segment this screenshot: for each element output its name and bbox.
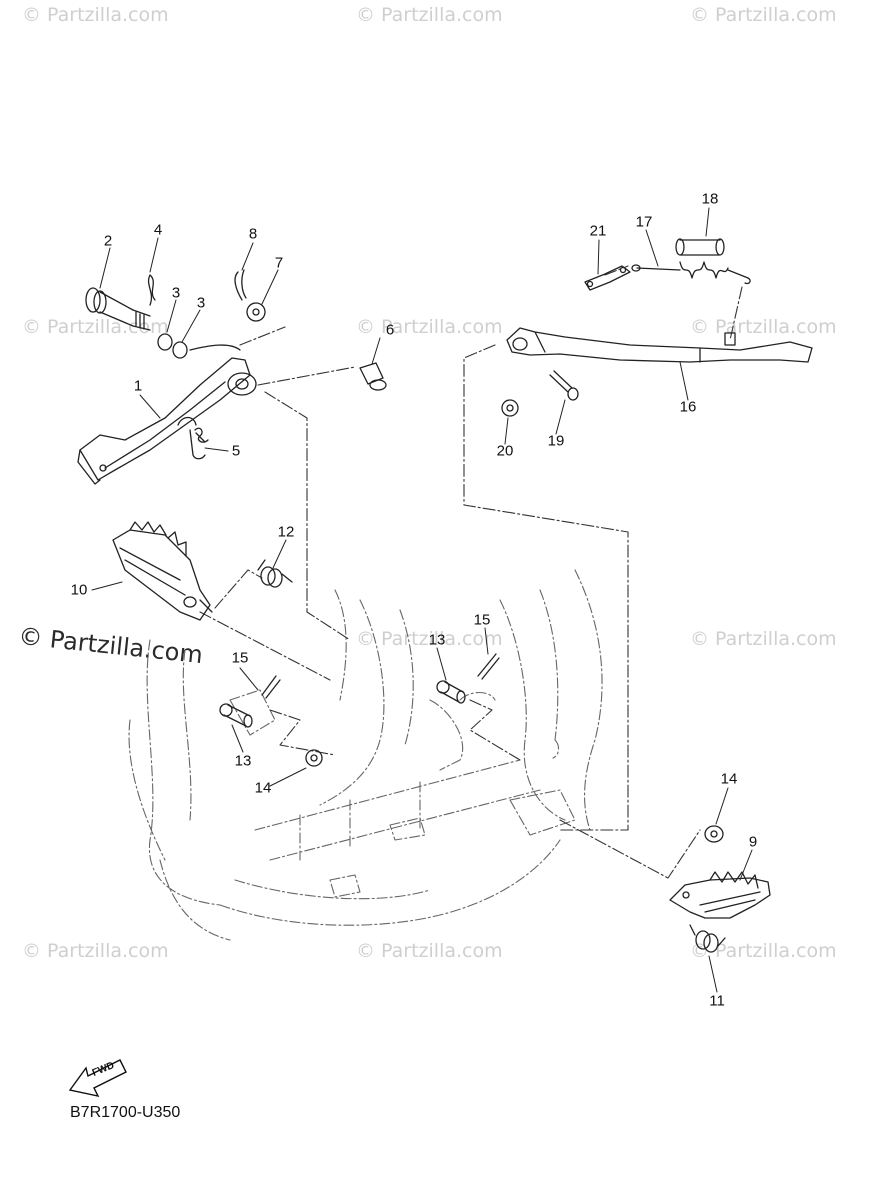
watermark: © Partzilla.com [356,4,503,26]
callout-number: 14 [254,779,272,797]
callout-number: 10 [70,581,88,599]
callout-number: 8 [248,225,258,243]
watermark: © Partzilla.com [690,628,837,650]
spring-bracket [584,265,631,291]
leader-lines [199,265,743,879]
callout-number: 14 [720,770,738,788]
cotter-pin [261,675,281,699]
pivot-bolt [85,287,151,331]
cotter-pin [234,269,247,301]
callout-leaders [91,207,753,993]
o-ring [172,341,188,359]
callout-number: 3 [171,284,181,302]
callout-number: 7 [274,254,284,272]
watermark: © Partzilla.com [690,940,837,962]
frame-outline [128,569,603,941]
clevis-pin [359,362,387,391]
spring-sleeve [675,238,725,256]
callout-number: 4 [153,221,163,239]
callout-number: 13 [234,752,252,770]
return-spring [189,427,209,460]
watermark: © Partzilla.com [690,4,837,26]
stand-spring [631,261,751,285]
callout-number: 2 [103,232,113,250]
collar [501,399,519,417]
watermark: © Partzilla.com [356,628,503,650]
diagram-code: B7R1700-U350 [70,1104,181,1121]
callout-number: 11 [709,992,725,1010]
callout-number: 16 [679,398,697,416]
callout-number: 19 [547,432,565,450]
watermark: © Partzilla.com [22,940,169,962]
callout-number: 6 [385,321,395,339]
watermark: © Partzilla.com [22,4,169,26]
callout-number: 21 [589,222,607,240]
callout-number: 12 [277,523,295,541]
brake-pedal [77,344,257,485]
callout-number: 9 [748,833,758,851]
watermark: © Partzilla.com [22,316,169,338]
callout-number: 3 [196,294,206,312]
washer [704,825,724,843]
footrest-pin [219,703,253,728]
clip [147,274,156,306]
callout-number: 1 [133,377,143,395]
callout-number: 15 [231,649,249,667]
forward-arrow-icon [68,1059,127,1097]
callout-number: 18 [701,190,719,208]
callout-number: 5 [231,442,241,460]
footrest-spring [257,559,293,588]
footrest-spring [689,924,726,953]
stand-bolt [549,370,579,401]
right-footrest [669,871,771,919]
watermark: © Partzilla.com [356,316,503,338]
footrest-pin [436,680,466,704]
side-stand [506,327,813,363]
callout-number: 17 [635,213,653,231]
callout-number: 15 [473,611,491,629]
callout-number: 20 [496,442,514,460]
watermark: © Partzilla.com [356,940,503,962]
cotter-pin [477,653,500,680]
washer [305,749,323,767]
callout-number: 13 [428,631,446,649]
left-footrest [112,521,213,621]
o-ring [157,333,173,351]
washer [246,302,266,322]
